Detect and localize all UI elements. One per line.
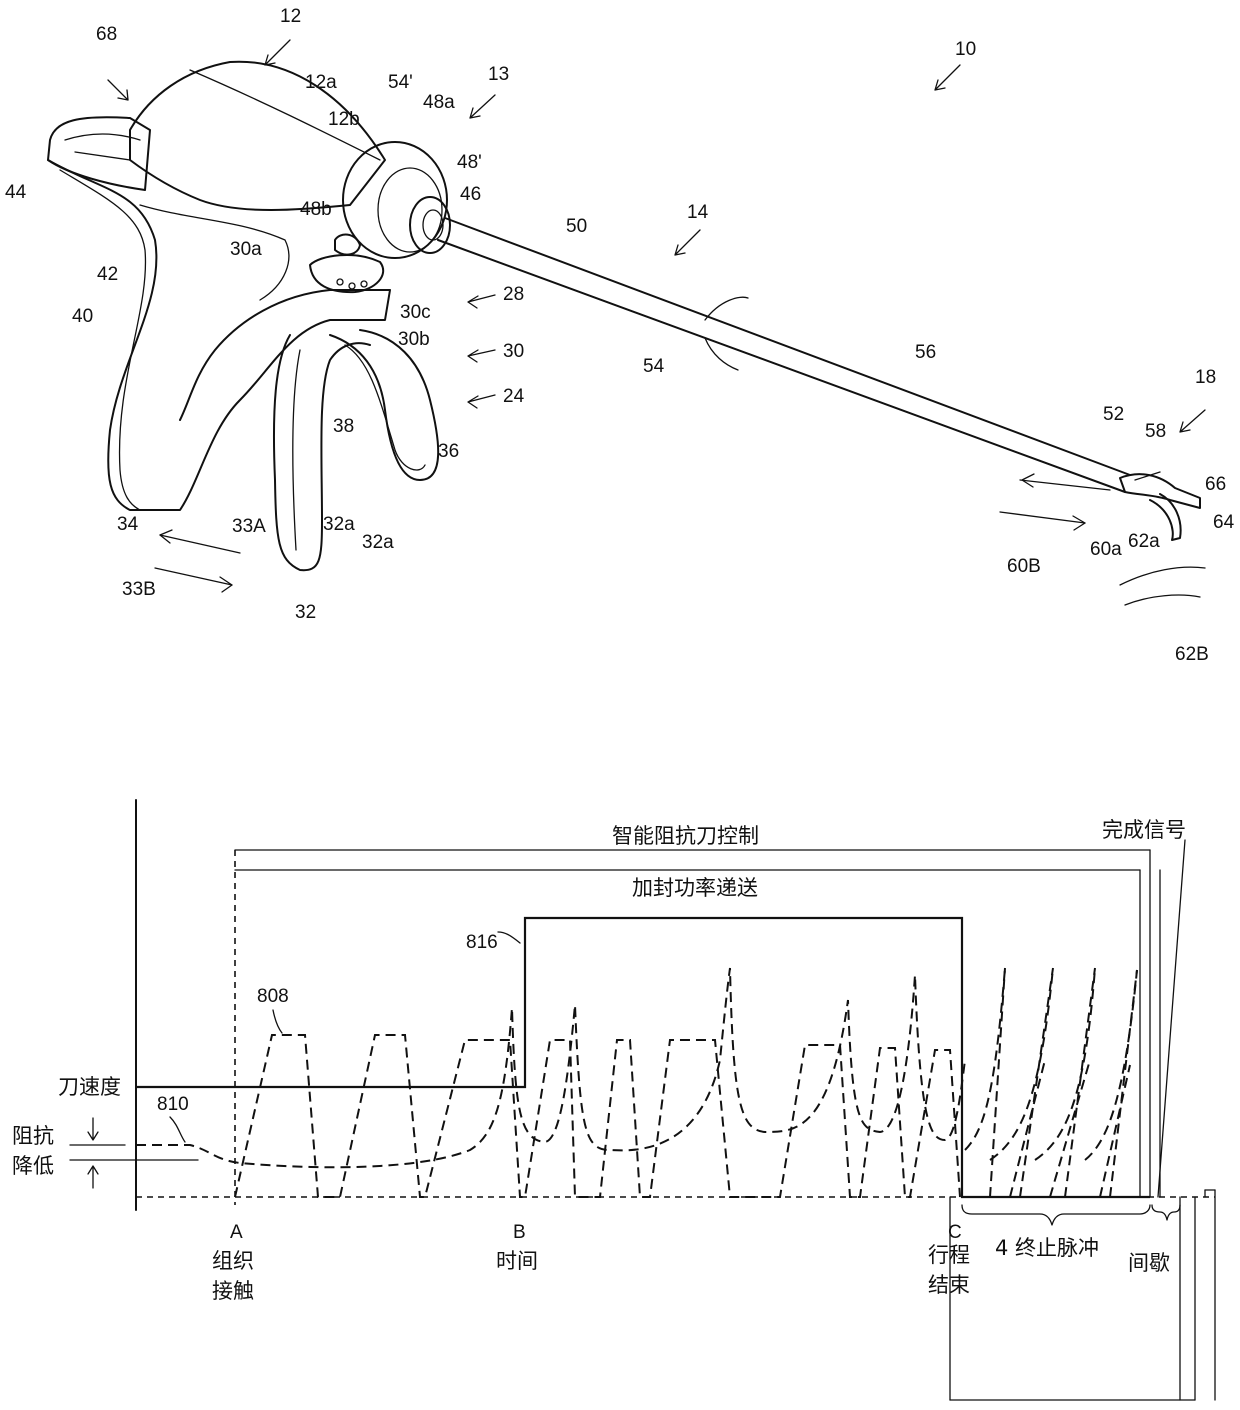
ref-12: 12 — [280, 6, 301, 27]
ref-18: 18 — [1195, 367, 1216, 388]
knife-speed-label: 刀速度 — [58, 1075, 121, 1099]
ref-24: 24 — [503, 386, 525, 407]
ref-46: 46 — [460, 184, 481, 205]
ref-54: 54 — [643, 356, 665, 377]
impedance-label-line2: 降低 — [12, 1154, 54, 1178]
point-c-letter: C — [948, 1222, 962, 1243]
ref-816: 816 — [466, 932, 498, 953]
termination-pulses — [990, 968, 1137, 1197]
ref-58: 58 — [1145, 421, 1166, 442]
point-a-line1: 组织 — [212, 1249, 254, 1273]
ref-44: 44 — [5, 182, 27, 203]
ref-52: 52 — [1103, 404, 1124, 425]
ref-48a: 48a — [423, 92, 455, 113]
ref-62b: 62B — [1175, 644, 1209, 665]
ref-34: 34 — [117, 514, 139, 535]
ref-56: 56 — [915, 342, 936, 363]
ref-64: 64 — [1213, 512, 1235, 533]
ref-66: 66 — [1205, 474, 1226, 495]
ref-810: 810 — [157, 1094, 189, 1115]
ref-48b: 48b — [300, 199, 332, 220]
ref-42: 42 — [97, 264, 118, 285]
gap-label: 间歇 — [1128, 1251, 1170, 1275]
point-c-line2: 结束 — [928, 1273, 970, 1297]
done-signal-leader — [1158, 840, 1185, 1197]
ref-32: 32 — [295, 602, 316, 623]
ref-33b: 33B — [122, 579, 156, 600]
smart-impedance-label: 智能阻抗刀控制 — [612, 824, 759, 848]
ref-68: 68 — [96, 24, 117, 45]
point-b-line1: 时间 — [496, 1249, 538, 1273]
ref-54-prime: 54' — [388, 72, 413, 93]
ref-32a-right: 32a — [362, 532, 394, 553]
ref-48-prime: 48' — [457, 152, 482, 173]
ref-28: 28 — [503, 284, 524, 305]
ref-10: 10 — [955, 39, 976, 60]
ref-32a-left: 32a — [323, 514, 355, 535]
ref-12b: 12b — [328, 109, 360, 130]
timing-diagram: 智能阻抗刀控制 完成信号 加封功率递送 816 808 810 刀速度 阻抗 降… — [12, 800, 1215, 1400]
impedance-label-line1: 阻抗 — [12, 1124, 54, 1148]
point-b-letter: B — [513, 1222, 526, 1243]
point-a-letter: A — [230, 1222, 243, 1243]
ref-13: 13 — [488, 64, 509, 85]
instrument-reference-labels: 68 12 12a 54' 12b 48a 13 10 48' 44 46 48… — [5, 6, 1235, 665]
ref-12a: 12a — [305, 72, 337, 93]
pulses-brace — [962, 1205, 1150, 1225]
ref-60b: 60B — [1007, 556, 1041, 577]
ref-38: 38 — [333, 416, 354, 437]
surgical-instrument-drawing — [48, 40, 1205, 605]
termination-pulses-label: 4 终止脉冲 — [995, 1236, 1099, 1260]
ref-14: 14 — [687, 202, 709, 223]
ref-50: 50 — [566, 216, 587, 237]
ref-33a: 33A — [232, 516, 266, 537]
gap-brace — [1152, 1205, 1180, 1220]
ref-36: 36 — [438, 441, 459, 462]
ref-808: 808 — [257, 986, 289, 1007]
ref-60a: 60a — [1090, 539, 1122, 560]
ref-40: 40 — [72, 306, 93, 327]
ref-30a: 30a — [230, 239, 262, 260]
point-a-line2: 接触 — [212, 1279, 254, 1303]
ref-30c: 30c — [400, 302, 431, 323]
ref-30b: 30b — [398, 329, 430, 350]
point-c-line1: 行程 — [928, 1243, 970, 1267]
done-signal-label: 完成信号 — [1102, 818, 1186, 842]
ref-30: 30 — [503, 341, 524, 362]
ref-62a: 62a — [1128, 531, 1160, 552]
seal-power-label: 加封功率递送 — [632, 876, 758, 900]
